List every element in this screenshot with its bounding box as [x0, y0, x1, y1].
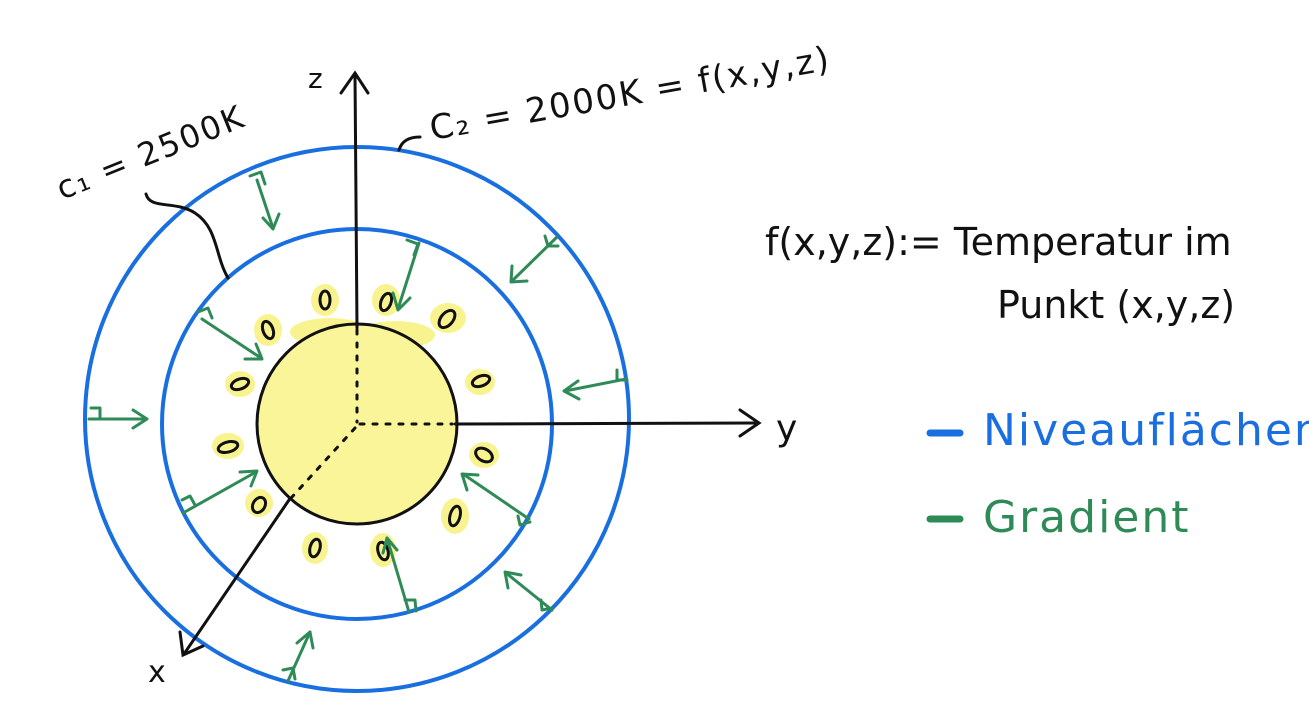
- z-axis-arrowhead: [339, 70, 370, 95]
- gradient-arrow: [503, 570, 554, 612]
- c1-leader: [144, 192, 230, 280]
- y-axis-label: y: [776, 408, 797, 449]
- gradient-arrow: [281, 630, 315, 683]
- gradient-arrow: [509, 234, 560, 284]
- y-axis: [453, 421, 760, 426]
- x-axis: [182, 498, 291, 656]
- x-axis-label: x: [148, 655, 166, 690]
- x-axis-arrowhead: [178, 630, 205, 658]
- gradient-arrows: [87, 170, 629, 683]
- label-leaders: [144, 135, 422, 280]
- gradient-arrow: [391, 238, 421, 312]
- c2-leader: [397, 135, 422, 152]
- x-axis-hidden: [290, 426, 357, 499]
- flame-group: [216, 289, 494, 562]
- legend-label-gradient: Gradient: [983, 492, 1191, 543]
- legend-label-niveau: Niveauflächen: [983, 405, 1309, 456]
- c1-label: c₁ = 2500K: [51, 97, 251, 207]
- z-axis-label: z: [308, 62, 323, 95]
- gradient-arrow: [196, 306, 264, 361]
- gradient-arrow: [460, 472, 532, 527]
- gradient-arrow: [381, 536, 418, 614]
- z-axis: [353, 72, 359, 330]
- definition-line-2: Punkt (x,y,z): [997, 283, 1235, 327]
- gradient-arrow: [180, 469, 259, 515]
- c2-label: C₂ = 2000K = f(x,y,z): [427, 39, 834, 149]
- definition-line-1: f(x,y,z):= Temperatur im: [765, 220, 1232, 264]
- gradient-arrow: [87, 406, 149, 430]
- gradient-arrow: [248, 170, 281, 231]
- coordinate-axes: [178, 70, 762, 658]
- y-axis-arrowhead: [738, 408, 762, 438]
- legend: Niveauflächen Gradient: [926, 405, 1309, 543]
- gradient-arrow: [562, 368, 629, 401]
